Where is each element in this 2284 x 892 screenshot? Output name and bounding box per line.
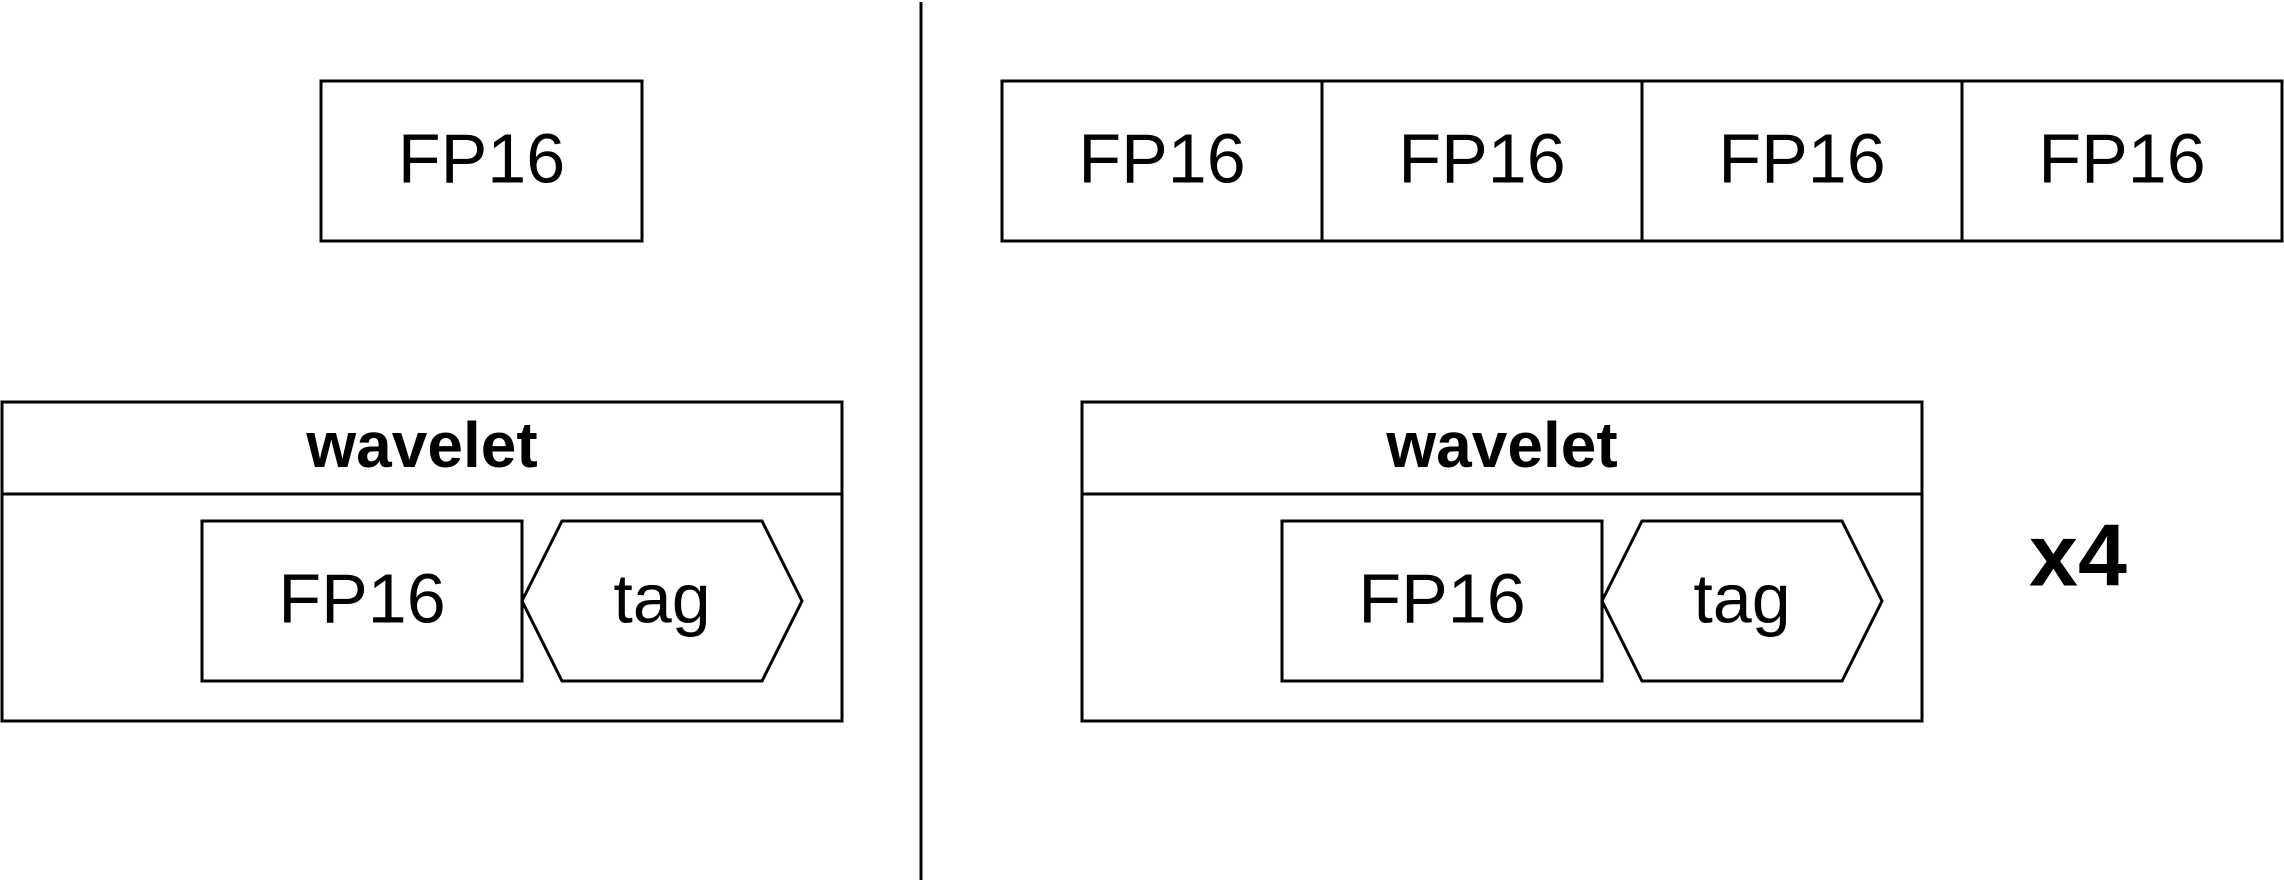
right-wavelet-tag-shape [1600, 519, 1884, 683]
right-wavelet-title: wavelet [1385, 409, 1617, 481]
right-fp16-cell: FP16 [2038, 119, 2205, 197]
left-wavelet-tag-label: tag [613, 559, 710, 637]
multiplier-label: x4 [2029, 505, 2127, 604]
left-wavelet-fp16-label: FP16 [278, 559, 445, 637]
right-fp16-cell: FP16 [1398, 119, 1565, 197]
right-fp16-row: FP16 FP16 FP16 FP16 [1000, 79, 2284, 243]
right-wavelet: wavelet FP16 tag [1080, 400, 1924, 723]
left-wavelet-title: wavelet [305, 409, 537, 481]
right-fp16-cell: FP16 [1718, 119, 1885, 197]
right-fp16-cell: FP16 [1078, 119, 1245, 197]
left-wavelet: wavelet FP16 tag [0, 400, 844, 723]
right-wavelet-fp16-box [1280, 519, 1604, 683]
left-wavelet-tag-shape [520, 519, 804, 683]
right-wavelet-tag-label: tag [1693, 559, 1790, 637]
left-fp16-box: FP16 [319, 79, 644, 243]
right-wavelet-fp16-label: FP16 [1358, 559, 1525, 637]
left-fp16-label: FP16 [398, 119, 565, 197]
left-wavelet-fp16-box [200, 519, 524, 683]
